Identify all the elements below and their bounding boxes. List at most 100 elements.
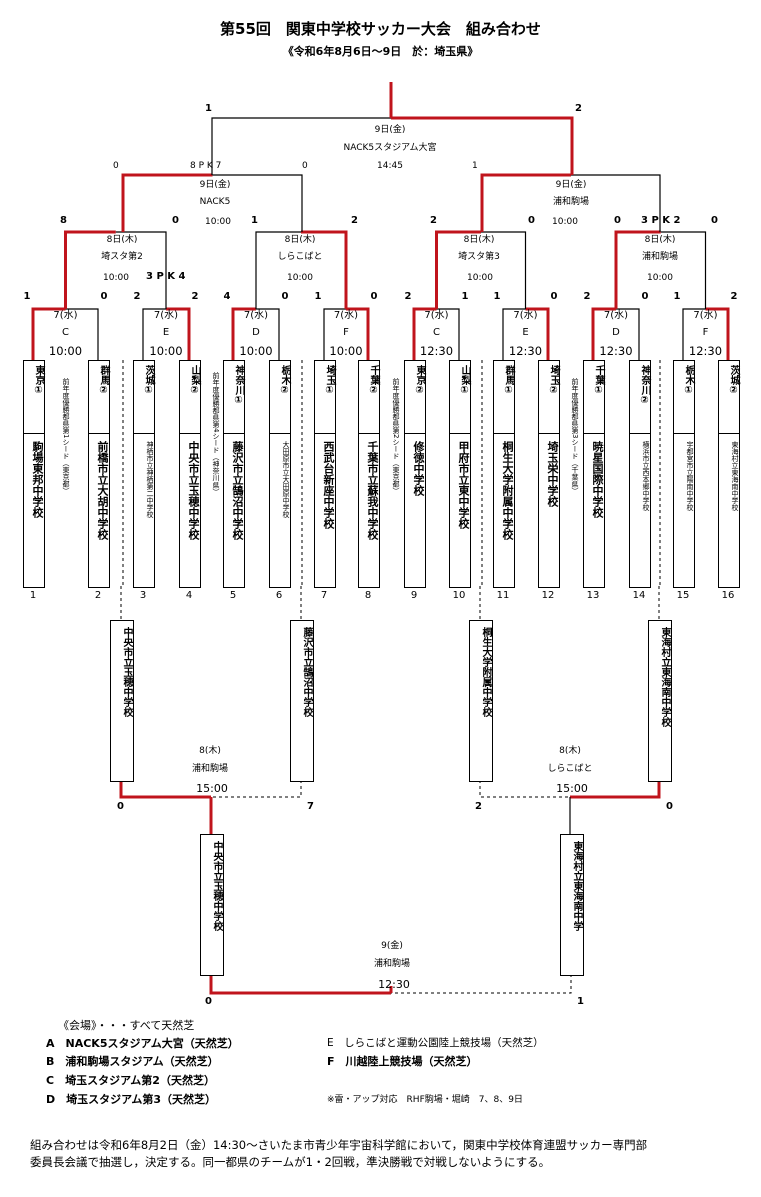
cons-final-team-b: 東海村立東海南中学 xyxy=(571,841,582,931)
r1-time: 12:30 xyxy=(419,344,454,358)
r1-score-right: 0 xyxy=(281,291,289,302)
cons-left-time: 15:00 xyxy=(196,782,228,795)
qf-loser-line xyxy=(255,231,301,309)
qf-4-venue: 浦和駒場 xyxy=(641,252,678,262)
r1-time: 12:30 xyxy=(508,344,543,358)
r1-winner-line xyxy=(166,307,191,360)
team-prefecture: 群馬② xyxy=(98,365,109,396)
team-number: 5 xyxy=(229,590,237,601)
r1-time: 10:00 xyxy=(48,344,83,358)
team-number: 4 xyxy=(185,590,193,601)
qf-loser-line xyxy=(481,231,527,309)
final-pk-right: 0 xyxy=(302,161,308,171)
qf-3-time: 10:00 xyxy=(467,273,493,283)
team-school: 西武台新座中学校 xyxy=(322,441,335,529)
team-number: 2 xyxy=(94,590,102,601)
r1-winner-line xyxy=(31,307,66,360)
qf-1-pk: 3 P K 4 xyxy=(146,271,186,282)
team-school: 千葉市立蘇我中学校 xyxy=(366,441,379,540)
cons-right-winner xyxy=(570,780,661,799)
team-divider xyxy=(584,433,604,434)
cons-right-team-a: 桐生大学附属中学校 xyxy=(480,627,491,717)
qf-4-score-left: 0 xyxy=(614,215,621,226)
team-divider xyxy=(180,433,200,434)
qf-1-time: 10:00 xyxy=(103,273,129,283)
qf-2-venue: しらこばと xyxy=(277,252,323,262)
team-divider xyxy=(539,433,559,434)
team-number: 1 xyxy=(29,590,37,601)
cons-right-team-b-box: 東海村立東海南中学校 xyxy=(648,620,672,782)
qf-2-time: 10:00 xyxy=(287,273,313,283)
r1-venue: C xyxy=(433,327,440,338)
semi-2-time: 10:00 xyxy=(552,217,578,227)
qf-3-score-right: 0 xyxy=(528,215,535,226)
team-divider xyxy=(24,433,44,434)
team-prefecture: 茨城② xyxy=(728,365,739,396)
team-school: 横浜市立西本郷中学校 xyxy=(642,441,650,511)
cons-right-team-b: 東海村立東海南中学校 xyxy=(659,627,670,727)
r1-winner-line xyxy=(525,307,550,360)
r1-winner-line xyxy=(705,307,730,360)
r1-venue: D xyxy=(612,327,620,338)
team-number: 13 xyxy=(586,590,600,601)
team-number: 11 xyxy=(496,590,510,601)
r1-venue: F xyxy=(343,327,349,338)
team-prefecture: 埼玉① xyxy=(324,365,335,396)
team-divider xyxy=(719,433,739,434)
team-number: 7 xyxy=(320,590,328,601)
final-pk-left: 0 xyxy=(113,161,119,171)
cons-right-date: 8(木) xyxy=(559,746,581,756)
qf-3-date: 8日(木) xyxy=(463,235,495,245)
cons-left-score-b: 7 xyxy=(307,801,314,812)
cons-right-time: 15:00 xyxy=(556,782,588,795)
team-number: 10 xyxy=(452,590,466,601)
team-number: 15 xyxy=(676,590,690,601)
r1-score-left: 1 xyxy=(23,291,31,302)
r1-loser-line xyxy=(436,308,460,360)
cons-final-time: 12:30 xyxy=(378,978,410,991)
team-divider xyxy=(270,433,290,434)
cons-final-score-a: 0 xyxy=(205,996,212,1007)
cons-left-team-b-box: 藤沢市立鵠沼中学校 xyxy=(290,620,314,782)
team-prefecture: 東京② xyxy=(414,365,425,396)
qf-loser-line xyxy=(115,231,167,309)
qf-winner-line xyxy=(435,230,481,309)
r1-score-right: 0 xyxy=(550,291,558,302)
cons-final-score-b: 1 xyxy=(577,996,584,1007)
r1-date: 7(水) xyxy=(243,310,269,321)
footer-note: 組み合わせは令和6年8月2日（金）14:30～さいたま市青少年宇宙科学館において… xyxy=(30,1137,750,1172)
cons-final-venue: 浦和駒場 xyxy=(373,959,410,969)
subtitle: 《令和6年8月6日～9日 於：埼玉県》 xyxy=(282,45,479,58)
final-score-left: 1 xyxy=(205,103,212,114)
r1-venue: C xyxy=(62,327,69,338)
team-number: 3 xyxy=(139,590,147,601)
team-divider xyxy=(630,433,650,434)
team-prefecture: 千葉① xyxy=(593,365,604,396)
r1-venue: F xyxy=(702,327,709,338)
r1-loser-line xyxy=(502,308,526,360)
cons-left-team-a-box: 中央市立玉穂中学校 xyxy=(110,620,134,782)
team-prefecture: 栃木② xyxy=(279,365,290,396)
qf-2-date: 8日(木) xyxy=(284,235,316,245)
team-divider xyxy=(674,433,694,434)
team-divider xyxy=(134,433,154,434)
r1-loser-line xyxy=(682,308,706,360)
qf-winner-line xyxy=(301,230,348,309)
r1-venue: D xyxy=(252,327,260,338)
r1-date: 7(水) xyxy=(53,310,78,321)
semi-2-venue: 浦和駒場 xyxy=(552,197,589,207)
final-pk-label: 8 P K 7 xyxy=(190,161,222,171)
team-divider xyxy=(450,433,470,434)
team-prefecture: 神奈川② xyxy=(639,365,650,406)
cons-left-date: 8(木) xyxy=(199,746,221,756)
seed-note-4: 前年度優勝都県第3シード（千葉県） xyxy=(571,378,579,495)
team-school: 宇都宮市立陽南中学校 xyxy=(686,441,694,511)
